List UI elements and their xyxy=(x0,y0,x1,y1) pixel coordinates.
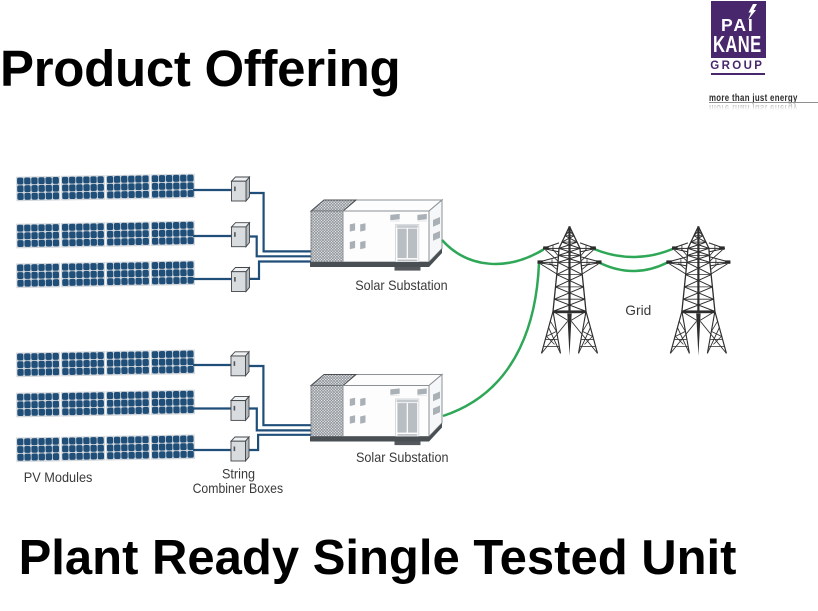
svg-text:Solar Substation: Solar Substation xyxy=(355,277,448,293)
svg-text:Grid: Grid xyxy=(625,302,651,318)
svg-text:PV Modules: PV Modules xyxy=(24,469,93,485)
svg-text:Solar Substation: Solar Substation xyxy=(356,449,449,465)
svg-text:String: String xyxy=(222,466,255,482)
svg-text:Combiner Boxes: Combiner Boxes xyxy=(193,480,284,496)
